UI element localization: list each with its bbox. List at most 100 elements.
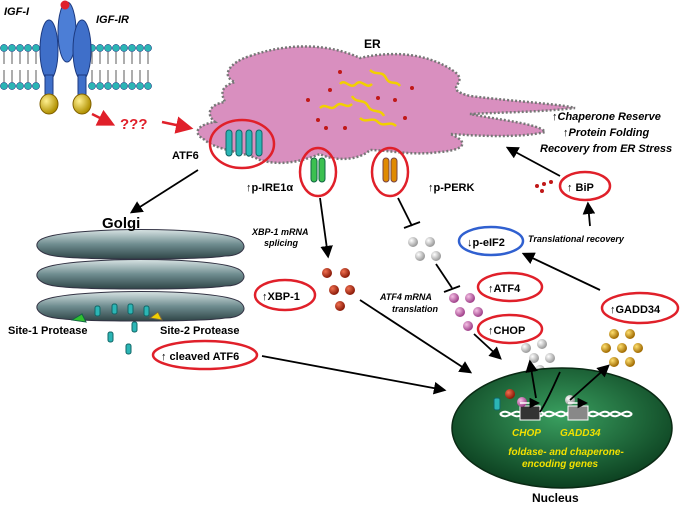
- lipid-head: [88, 82, 96, 90]
- genes-label-line2: encoding genes: [522, 459, 599, 470]
- inhibit-eif2-atf4: [435, 263, 453, 289]
- site1-protease-shape: [70, 313, 87, 323]
- lipid-head: [32, 44, 40, 52]
- xbp1-oval: [253, 278, 317, 312]
- translational-recovery-label: Translational recovery: [528, 234, 625, 244]
- atf4-translation-line1: ATF4 mRNA: [379, 292, 432, 302]
- inhibit-perk-eif2: [397, 197, 413, 227]
- atf6-oval: [208, 118, 276, 170]
- atf6-sensor: [208, 118, 276, 170]
- unknown-label: ???: [120, 116, 148, 133]
- bip-oval: [558, 170, 612, 202]
- lipid-head: [0, 82, 8, 90]
- arrow-nucleus-to-chop: [525, 359, 538, 399]
- arrow-gadd34-to-eif2: [521, 252, 601, 291]
- nucleus: [451, 367, 673, 489]
- inhibit-perk-eif2-bar: [403, 221, 421, 229]
- golgi-apparatus: [36, 229, 245, 322]
- lipid-head: [144, 44, 152, 52]
- lipid-head: [96, 82, 104, 90]
- lipid-head: [24, 44, 32, 52]
- er-label: ER: [364, 37, 381, 51]
- site2-protease-shape: [148, 311, 163, 321]
- perk-oval: [370, 146, 410, 198]
- arrow-ire1-to-xbp1: [319, 197, 333, 259]
- xbp1-splicing-line2: splicing: [264, 238, 299, 248]
- eif2-dots: [408, 237, 441, 261]
- lipid-head: [0, 44, 8, 52]
- arrow-atf4-to-nucleus: [473, 333, 502, 360]
- lipid-head: [120, 44, 128, 52]
- lipid-head: [16, 44, 24, 52]
- lipid-head: [24, 82, 32, 90]
- arrow-atf6-to-golgi: [129, 169, 199, 214]
- gadd34-gene-label: GADD34: [560, 428, 601, 439]
- lipid-head: [32, 82, 40, 90]
- arrow-recovery-to-bip: [582, 201, 596, 227]
- xbp1-splicing-line1: XBP-1 mRNA: [251, 227, 309, 237]
- lipid-head: [104, 82, 112, 90]
- pathway-arrows: [129, 146, 610, 413]
- membrane-lipid-heads: [0, 44, 152, 90]
- gadd34-oval: [600, 291, 680, 325]
- ire1-oval: [298, 146, 338, 198]
- ire1-sensor: [298, 146, 338, 198]
- atf4-translation-line2: translation: [392, 304, 439, 314]
- eif2-label: ↓p-eIF2: [467, 237, 505, 249]
- lipid-head: [96, 44, 104, 52]
- chop-label: ↑CHOP: [488, 325, 525, 337]
- igf-ir-label: IGF-IR: [96, 14, 129, 26]
- receptor-arrow: [91, 109, 116, 126]
- bip-label: ↑ BiP: [567, 182, 594, 194]
- arrow-nucleus-chop-out: [539, 371, 561, 413]
- atf4-oval: [476, 271, 544, 303]
- inhibit-eif2-atf4-bar: [443, 285, 461, 293]
- lipid-head: [144, 82, 152, 90]
- outcome-folding: ↑Protein Folding: [563, 127, 649, 139]
- atf6-label: ATF6: [172, 150, 199, 162]
- golgi-label: Golgi: [102, 215, 140, 232]
- chop-oval: [476, 313, 544, 345]
- perk-sensor: [370, 146, 410, 198]
- arrow-xbp1-to-nucleus: [359, 299, 473, 374]
- cell-membrane: [0, 44, 152, 90]
- lipid-head: [128, 44, 136, 52]
- gadd34-label: ↑GADD34: [610, 304, 661, 316]
- lipid-head: [112, 44, 120, 52]
- gadd34-protein-dots: [601, 329, 643, 367]
- atf4-label: ↑ATF4: [488, 283, 521, 295]
- igf-i-label: IGF-I: [4, 6, 30, 18]
- lipid-head: [112, 82, 120, 90]
- nucleus-label: Nucleus: [532, 491, 579, 505]
- lipid-head: [120, 82, 128, 90]
- igf-receptor: [39, 1, 92, 115]
- arrow-bip-to-er: [505, 146, 561, 177]
- cleaved-atf6-oval: [151, 339, 259, 371]
- igf-ligand-dot: [60, 0, 70, 10]
- lipid-head: [8, 82, 16, 90]
- atf6-fragments: [94, 303, 150, 355]
- genes-label-line1: foldase- and chaperone-: [508, 447, 624, 458]
- site1-protease-label: Site-1 Protease: [8, 325, 87, 337]
- unknown-arrow: [161, 116, 194, 134]
- arrow-atf6-to-nucleus: [261, 355, 447, 395]
- cleaved-atf6-label: ↑ cleaved ATF6: [161, 351, 239, 363]
- site2-protease-label: Site-2 Protease: [160, 325, 239, 337]
- chop-gene-label: CHOP: [512, 428, 541, 439]
- arrow-nucleus-to-gadd34: [569, 364, 610, 401]
- lipid-head: [136, 82, 144, 90]
- lipid-head: [104, 44, 112, 52]
- xbp1-protein-dots: [322, 268, 355, 311]
- atf4-protein-dots: [449, 293, 483, 331]
- eif2-oval: [457, 225, 525, 257]
- xbp1-label: ↑XBP-1: [262, 291, 300, 303]
- outcome-chaperone: ↑Chaperone Reserve: [552, 111, 661, 123]
- lipid-head: [136, 44, 144, 52]
- perk-label: ↑p-PERK: [428, 182, 475, 194]
- lipid-head: [16, 82, 24, 90]
- lipid-head: [8, 44, 16, 52]
- endoplasmic-reticulum: [196, 45, 576, 165]
- outcome-recovery: Recovery from ER Stress: [540, 143, 672, 155]
